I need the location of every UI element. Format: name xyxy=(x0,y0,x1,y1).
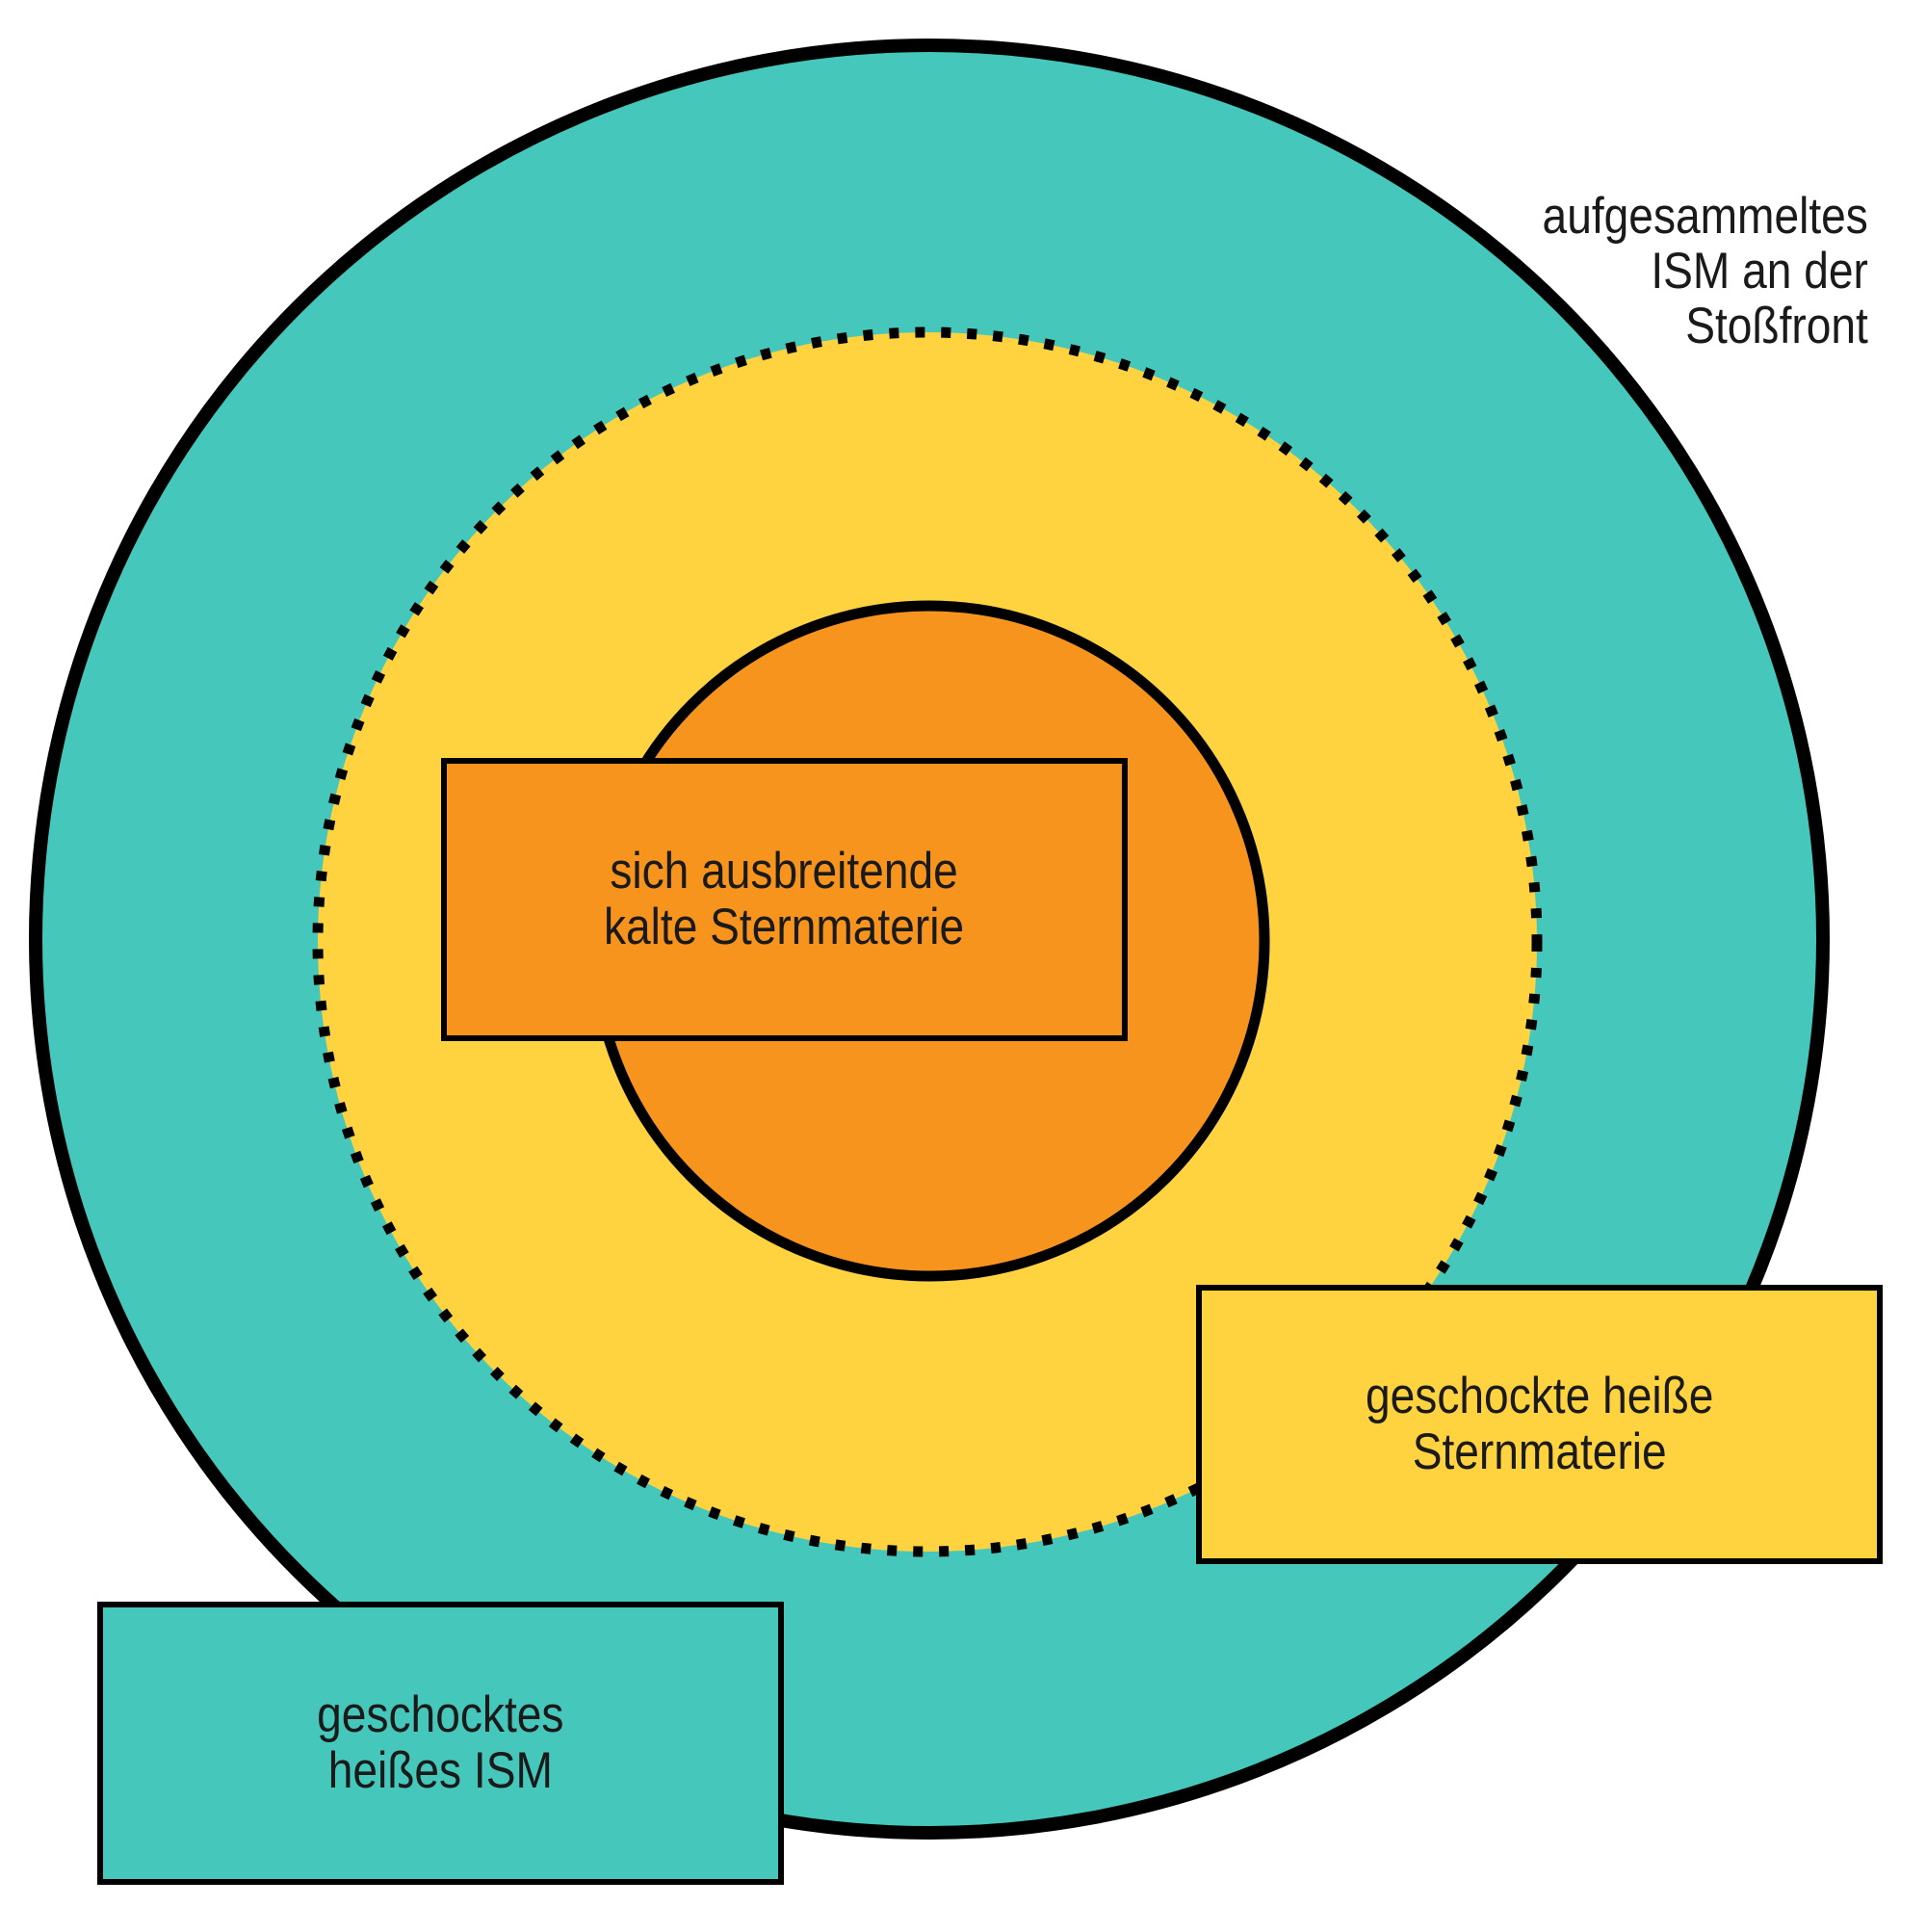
label-box-shocked-ejecta: geschockte heiße Sternmaterie xyxy=(1196,1285,1883,1564)
label-box-shocked-ism: geschocktes heißes ISM xyxy=(97,1602,784,1885)
label-text-shocked-ism: geschocktes heißes ISM xyxy=(317,1687,563,1799)
label-line: sich ausbreitende xyxy=(610,843,959,900)
annotation-line: ISM an der xyxy=(1651,243,1868,300)
label-line: kalte Sternmaterie xyxy=(604,899,965,955)
label-line: Sternmaterie xyxy=(1412,1423,1667,1480)
label-text-cold-ejecta: sich ausbreitende kalte Sternmaterie xyxy=(604,844,964,955)
label-text-shocked-ejecta: geschockte heiße Sternmaterie xyxy=(1366,1369,1713,1480)
label-box-cold-ejecta: sich ausbreitende kalte Sternmaterie xyxy=(441,758,1128,1041)
label-line: geschocktes xyxy=(317,1686,564,1743)
annotation-swept-up-ism: aufgesammeltes ISM an der Stoßfront xyxy=(1543,189,1868,353)
label-line: geschockte heiße xyxy=(1365,1368,1714,1424)
label-line: heißes ISM xyxy=(327,1742,554,1799)
annotation-line: Stoßfront xyxy=(1685,298,1868,354)
annotation-line: aufgesammeltes xyxy=(1542,188,1868,245)
